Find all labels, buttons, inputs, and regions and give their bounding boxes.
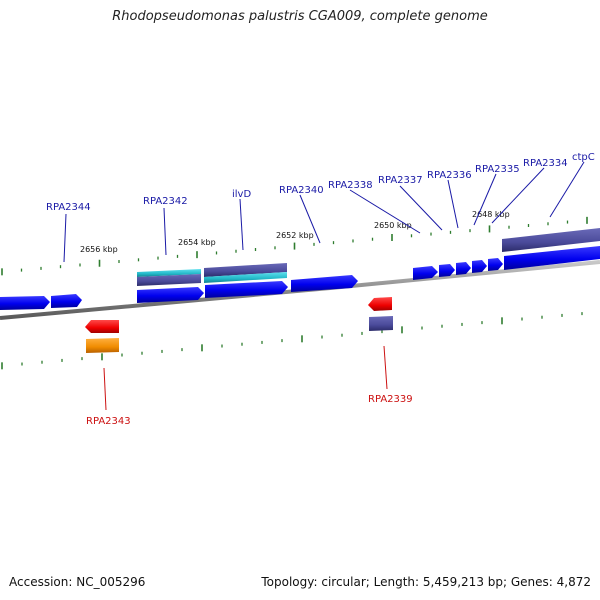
genome-summary-text: Topology: circular; Length: 5,459,213 bp…	[261, 575, 591, 589]
gene-label-rpa2340[interactable]: RPA2340	[279, 185, 324, 196]
forward-strand-genes	[0, 246, 600, 310]
gene-arrow-rpa2340[interactable]	[291, 275, 358, 292]
feature-bar-rpa2343-orange[interactable]	[86, 338, 119, 353]
scale-label: 2656 kbp	[80, 245, 118, 254]
feature-bar-ctpc-slate[interactable]	[502, 228, 600, 252]
feature-bar-rpa2342-slate[interactable]	[137, 274, 201, 286]
gene-label-rpa2342[interactable]: RPA2342	[143, 196, 188, 207]
leader-rpa2337	[399, 185, 443, 231]
feature-bars	[137, 228, 600, 286]
gene-arrow-rpa2339[interactable]	[368, 297, 392, 311]
gene-arrow-ilvd[interactable]	[205, 281, 288, 298]
gene-label-rpa2339[interactable]: RPA2339	[368, 394, 413, 405]
scale-label: 2650 kbp	[374, 221, 412, 230]
gene-label-rpa2336[interactable]: RPA2336	[427, 170, 472, 181]
gene-arrow-rpa2335[interactable]	[472, 260, 487, 273]
gene-label-rpa2338[interactable]: RPA2338	[328, 180, 373, 191]
leader-rpa2344	[63, 213, 67, 263]
gene-arrow-rpa2342[interactable]	[137, 287, 204, 303]
gene-labels: RPA2344 RPA2342 ilvD RPA2340 RPA2338 RPA…	[46, 152, 595, 427]
accession-text: Accession: NC_005296	[9, 575, 146, 589]
gene-label-rpa2334[interactable]: RPA2334	[523, 158, 568, 169]
scale-label: 2652 kbp	[276, 231, 314, 240]
outer-tick-ruler	[1, 216, 588, 276]
map-title: Rhodopseudomonas palustris CGA009, compl…	[112, 9, 488, 24]
leader-rpa2335	[473, 173, 497, 226]
leader-ilvd	[239, 198, 244, 251]
inner-tick-ruler	[1, 312, 583, 370]
gene-arrow-rpa2337[interactable]	[439, 264, 455, 277]
gene-arrow-rpa2338[interactable]	[413, 266, 438, 280]
gene-arrow-rpa2343[interactable]	[85, 320, 119, 333]
feature-bar-rpa2342-teal[interactable]	[137, 269, 201, 277]
scale-label: 2648 kbp	[472, 210, 510, 219]
genome-backbone	[0, 260, 600, 320]
leader-rpa2336	[447, 179, 459, 229]
leader-rpa2342	[163, 207, 167, 256]
gene-arrow-ctpc[interactable]	[504, 246, 600, 270]
feature-bar-ilvd-slate[interactable]	[204, 263, 287, 277]
gene-label-rpa2344[interactable]: RPA2344	[46, 202, 91, 213]
feature-bar-ilvd-teal[interactable]	[204, 272, 287, 283]
gene-label-rpa2337[interactable]: RPA2337	[378, 175, 423, 186]
gene-label-rpa2335[interactable]: RPA2335	[475, 164, 520, 175]
label-leaders	[63, 161, 585, 411]
leader-rpa2338	[349, 189, 421, 234]
leader-rpa2334	[491, 167, 545, 224]
scale-labels: 2656 kbp 2654 kbp 2652 kbp 2650 kbp 2648…	[80, 210, 510, 254]
leader-rpa2340	[299, 194, 321, 244]
gene-arrow-rpa2345[interactable]	[0, 296, 50, 310]
gene-label-ilvd[interactable]: ilvD	[232, 189, 251, 200]
gene-arrow-rpa2334[interactable]	[488, 258, 503, 271]
gene-label-rpa2343[interactable]: RPA2343	[86, 416, 131, 427]
leader-rpa2339	[383, 345, 388, 390]
leader-rpa2343	[103, 367, 107, 411]
feature-bar-rpa2339-slate[interactable]	[369, 316, 393, 331]
gene-arrow-rpa2336[interactable]	[456, 262, 471, 275]
reverse-strand-genes	[85, 297, 393, 353]
gene-label-ctpc[interactable]: ctpC	[572, 152, 595, 163]
scale-label: 2654 kbp	[178, 238, 216, 247]
gene-arrow-rpa2344[interactable]	[51, 294, 82, 308]
leader-ctpc	[549, 161, 585, 218]
